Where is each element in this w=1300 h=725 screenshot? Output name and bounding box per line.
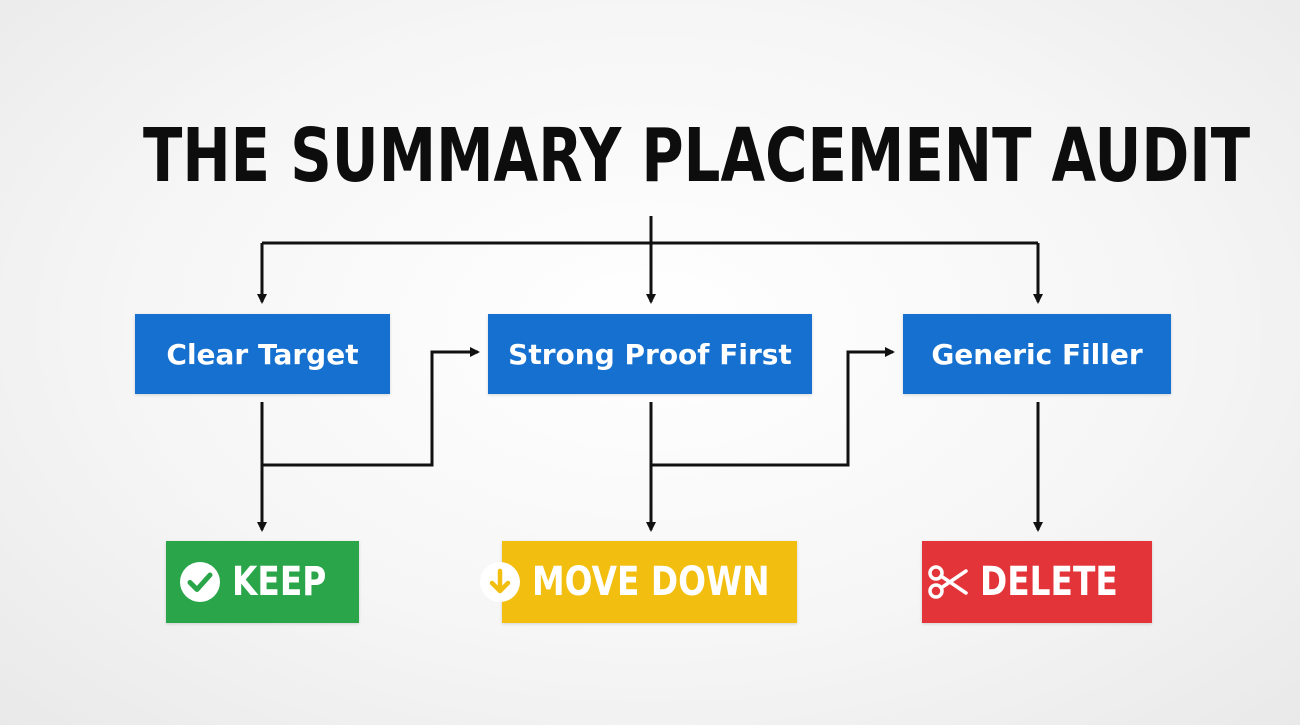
action-label: KEEP — [232, 559, 327, 605]
arrow-clear-target-to-strong-proof — [262, 347, 480, 467]
action-box-keep: KEEP — [166, 541, 359, 623]
check-circle-icon — [178, 560, 222, 604]
action-box-move-down: MOVE DOWN — [479, 541, 797, 623]
scissors-icon — [926, 560, 970, 604]
diagram-title: THE SUMMARY PLACEMENT AUDIT — [143, 113, 1251, 199]
criterion-box-generic-filler: Generic Filler — [903, 314, 1171, 394]
action-label: MOVE DOWN — [531, 559, 770, 605]
criterion-label: Clear Target — [166, 337, 359, 371]
criterion-label: Strong Proof First — [508, 337, 792, 371]
arrow-strong-proof-to-generic-filler — [651, 347, 895, 467]
criterion-box-strong-proof-first: Strong Proof First — [488, 314, 812, 394]
action-label: DELETE — [980, 559, 1118, 605]
action-box-delete: DELETE — [922, 541, 1152, 623]
criterion-label: Generic Filler — [931, 337, 1143, 371]
criterion-box-clear-target: Clear Target — [135, 314, 390, 394]
arrow-down-circle-icon — [478, 560, 522, 604]
